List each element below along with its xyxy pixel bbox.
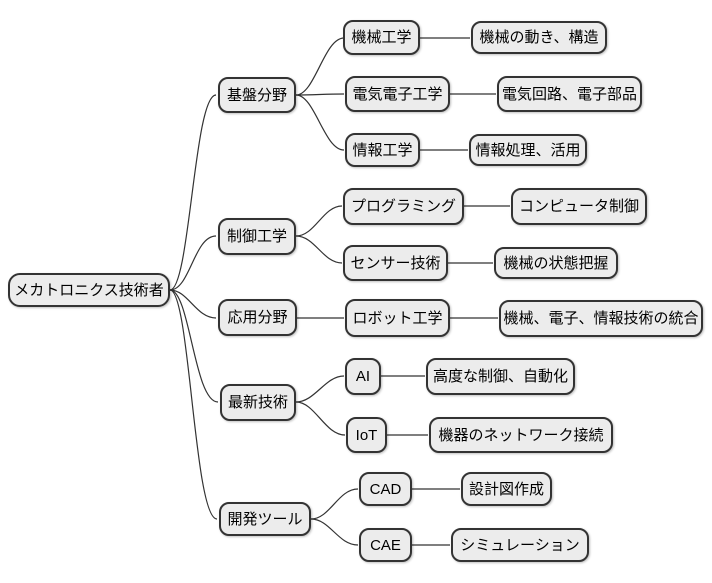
edge-root-to-development-tools bbox=[169, 289, 218, 520]
edge-control-to-programming bbox=[295, 205, 343, 237]
node-cad: CAD bbox=[359, 472, 412, 506]
node-robotics: ロボット工学 bbox=[345, 299, 450, 337]
edge-root-to-control-engineering bbox=[169, 235, 217, 291]
node-root-mechatronics-engineer: メカトロニクス技術者 bbox=[8, 273, 170, 307]
node-information-engineering: 情報工学 bbox=[345, 133, 420, 167]
desc-cae: シミュレーション bbox=[451, 528, 589, 562]
node-ai: AI bbox=[345, 358, 381, 395]
node-foundation-fields: 基盤分野 bbox=[218, 77, 296, 113]
edge-devtools-to-cad bbox=[310, 488, 359, 520]
desc-information-engineering: 情報処理、活用 bbox=[469, 134, 587, 166]
node-applied-fields: 応用分野 bbox=[218, 299, 297, 336]
edge-foundation-to-mechanical bbox=[295, 37, 345, 96]
edge-root-to-latest-technology bbox=[169, 289, 219, 403]
edge-foundation-to-information bbox=[295, 94, 345, 151]
node-electrical-electronic-engineering: 電気電子工学 bbox=[345, 76, 450, 112]
node-control-engineering: 制御工学 bbox=[218, 218, 296, 255]
edge-control-to-sensor bbox=[295, 235, 343, 264]
edge-latest-to-ai bbox=[295, 375, 345, 403]
node-development-tools: 開発ツール bbox=[219, 502, 311, 536]
edge-latest-to-iot bbox=[295, 401, 346, 436]
node-latest-technology: 最新技術 bbox=[220, 384, 296, 421]
edge-foundation-to-electrical bbox=[295, 93, 345, 96]
node-cae: CAE bbox=[359, 528, 412, 562]
node-iot: IoT bbox=[346, 417, 387, 453]
desc-cad: 設計図作成 bbox=[461, 472, 552, 506]
desc-ai: 高度な制御、自動化 bbox=[426, 358, 575, 395]
desc-mechanical-engineering: 機械の動き、構造 bbox=[471, 21, 607, 54]
node-sensor-technology: センサー技術 bbox=[343, 245, 448, 281]
edge-root-to-foundation-fields bbox=[169, 94, 217, 291]
node-programming: プログラミング bbox=[343, 188, 464, 225]
desc-programming: コンピュータ制御 bbox=[511, 188, 647, 225]
node-mechanical-engineering: 機械工学 bbox=[343, 20, 420, 55]
edge-root-to-applied-fields bbox=[169, 289, 217, 319]
desc-iot: 機器のネットワーク接続 bbox=[429, 417, 613, 453]
desc-electrical-electronic-engineering: 電気回路、電子部品 bbox=[497, 76, 642, 112]
edge-devtools-to-cae bbox=[310, 518, 359, 546]
desc-sensor-technology: 機械の状態把握 bbox=[494, 247, 618, 279]
desc-robotics: 機械、電子、情報技術の統合 bbox=[499, 300, 703, 337]
